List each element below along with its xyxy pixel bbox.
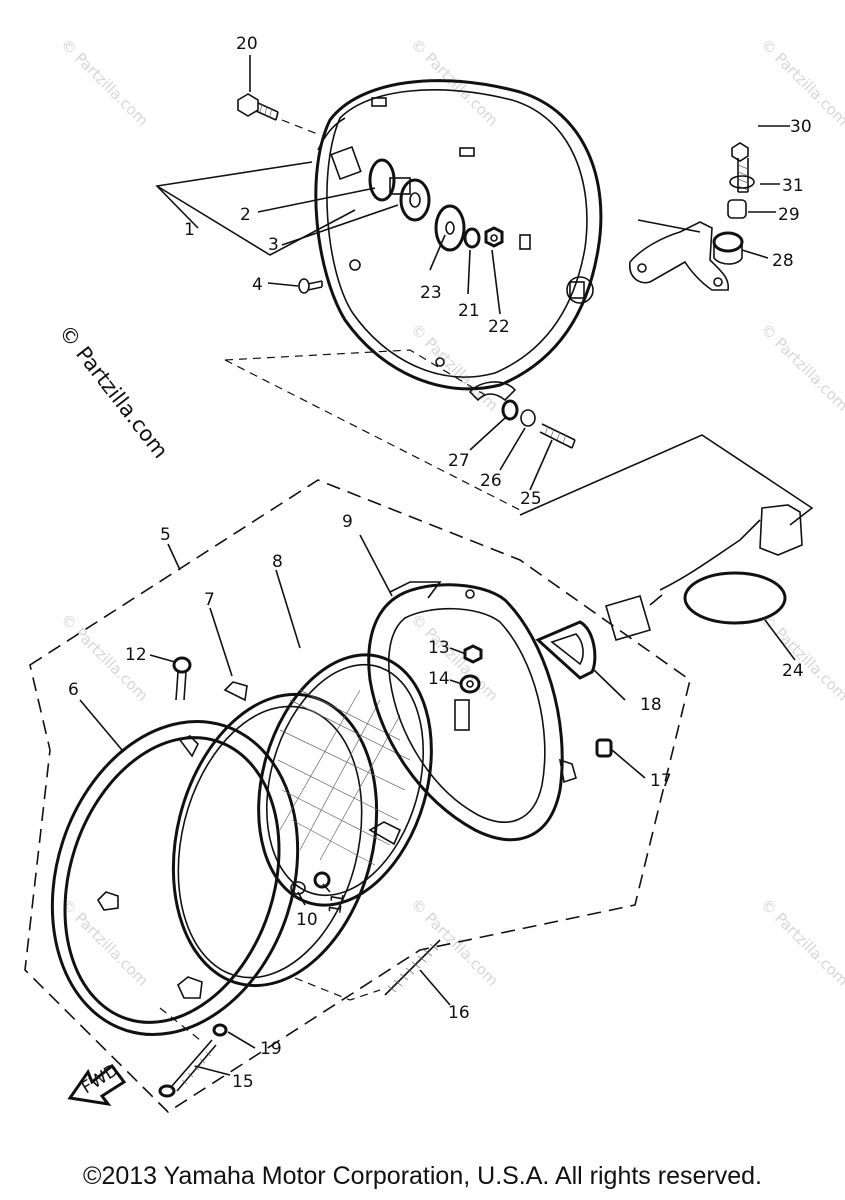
callout-3: 3: [268, 235, 279, 255]
bolt-20: [237, 93, 321, 136]
callout-8: 8: [272, 552, 283, 572]
callout-19: 19: [260, 1039, 282, 1059]
callout-24: 24: [782, 661, 804, 681]
callout-7: 7: [204, 590, 215, 610]
callout-22: 22: [488, 317, 510, 337]
assembly-boundary: [24, 479, 691, 1114]
wire-harness: [519, 434, 814, 661]
fwd-label: FWD: [78, 1060, 122, 1098]
light-case-9: [367, 581, 577, 842]
callout-30: 30: [790, 117, 812, 137]
leader-lines-bottom: [79, 534, 646, 1076]
watermark: © Partzilla.com: [407, 610, 502, 705]
spring-16: [384, 939, 441, 996]
callout-9: 9: [342, 512, 353, 532]
callout-12: 12: [125, 645, 147, 665]
adjuster-parts: [368, 158, 504, 252]
callout-17: 17: [650, 771, 672, 791]
callout-1: 1: [184, 220, 195, 240]
headlight-housing: [314, 79, 603, 402]
screw-4: [298, 278, 323, 294]
screw-15: [158, 1023, 228, 1098]
callout-16: 16: [448, 1003, 470, 1023]
callout-11: 11: [325, 891, 348, 916]
watermark-main: © Partzilla.com: [54, 320, 173, 462]
clip-17: [595, 738, 613, 758]
sealed-beam-8: [257, 653, 433, 907]
mount-bracket: [629, 125, 790, 291]
callout-23: 23: [420, 283, 442, 303]
callout-21: 21: [458, 301, 480, 321]
watermark: © Partzilla.com: [757, 895, 845, 990]
copyright-notice: ©2013 Yamaha Motor Corporation, U.S.A. A…: [83, 1162, 762, 1190]
watermark: © Partzilla.com: [407, 895, 502, 990]
callout-4: 4: [252, 275, 263, 295]
callout-31: 31: [782, 176, 804, 196]
callout-18: 18: [640, 695, 662, 715]
fwd-arrow: FWD: [67, 1060, 127, 1107]
watermark: © Partzilla.com: [57, 35, 152, 130]
watermark: © Partzilla.com: [757, 35, 845, 130]
washer-screw-set: [224, 349, 576, 511]
watermark: © Partzilla.com: [757, 320, 845, 415]
callout-numbers: 1 2 3 4 5 6 7 8 9 10 11 12 13 14 15 16 1…: [68, 34, 812, 1092]
callout-28: 28: [772, 251, 794, 271]
callout-2: 2: [240, 205, 251, 225]
callout-14: 14: [428, 669, 450, 689]
callout-5: 5: [160, 525, 171, 545]
callout-27: 27: [448, 451, 470, 471]
callout-15: 15: [232, 1072, 254, 1092]
screws-small: [172, 656, 331, 895]
callout-10: 10: [296, 910, 318, 930]
grommet-18: [535, 620, 597, 680]
callout-6: 6: [68, 680, 79, 700]
callout-20: 20: [236, 34, 258, 54]
callout-13: 13: [428, 638, 450, 658]
mounting-ring-7: [171, 681, 379, 988]
callout-25: 25: [520, 489, 542, 509]
leader-lines-top: [155, 55, 501, 315]
watermark: © Partzilla.com: [757, 610, 845, 705]
callout-29: 29: [778, 205, 800, 225]
callout-26: 26: [480, 471, 502, 491]
